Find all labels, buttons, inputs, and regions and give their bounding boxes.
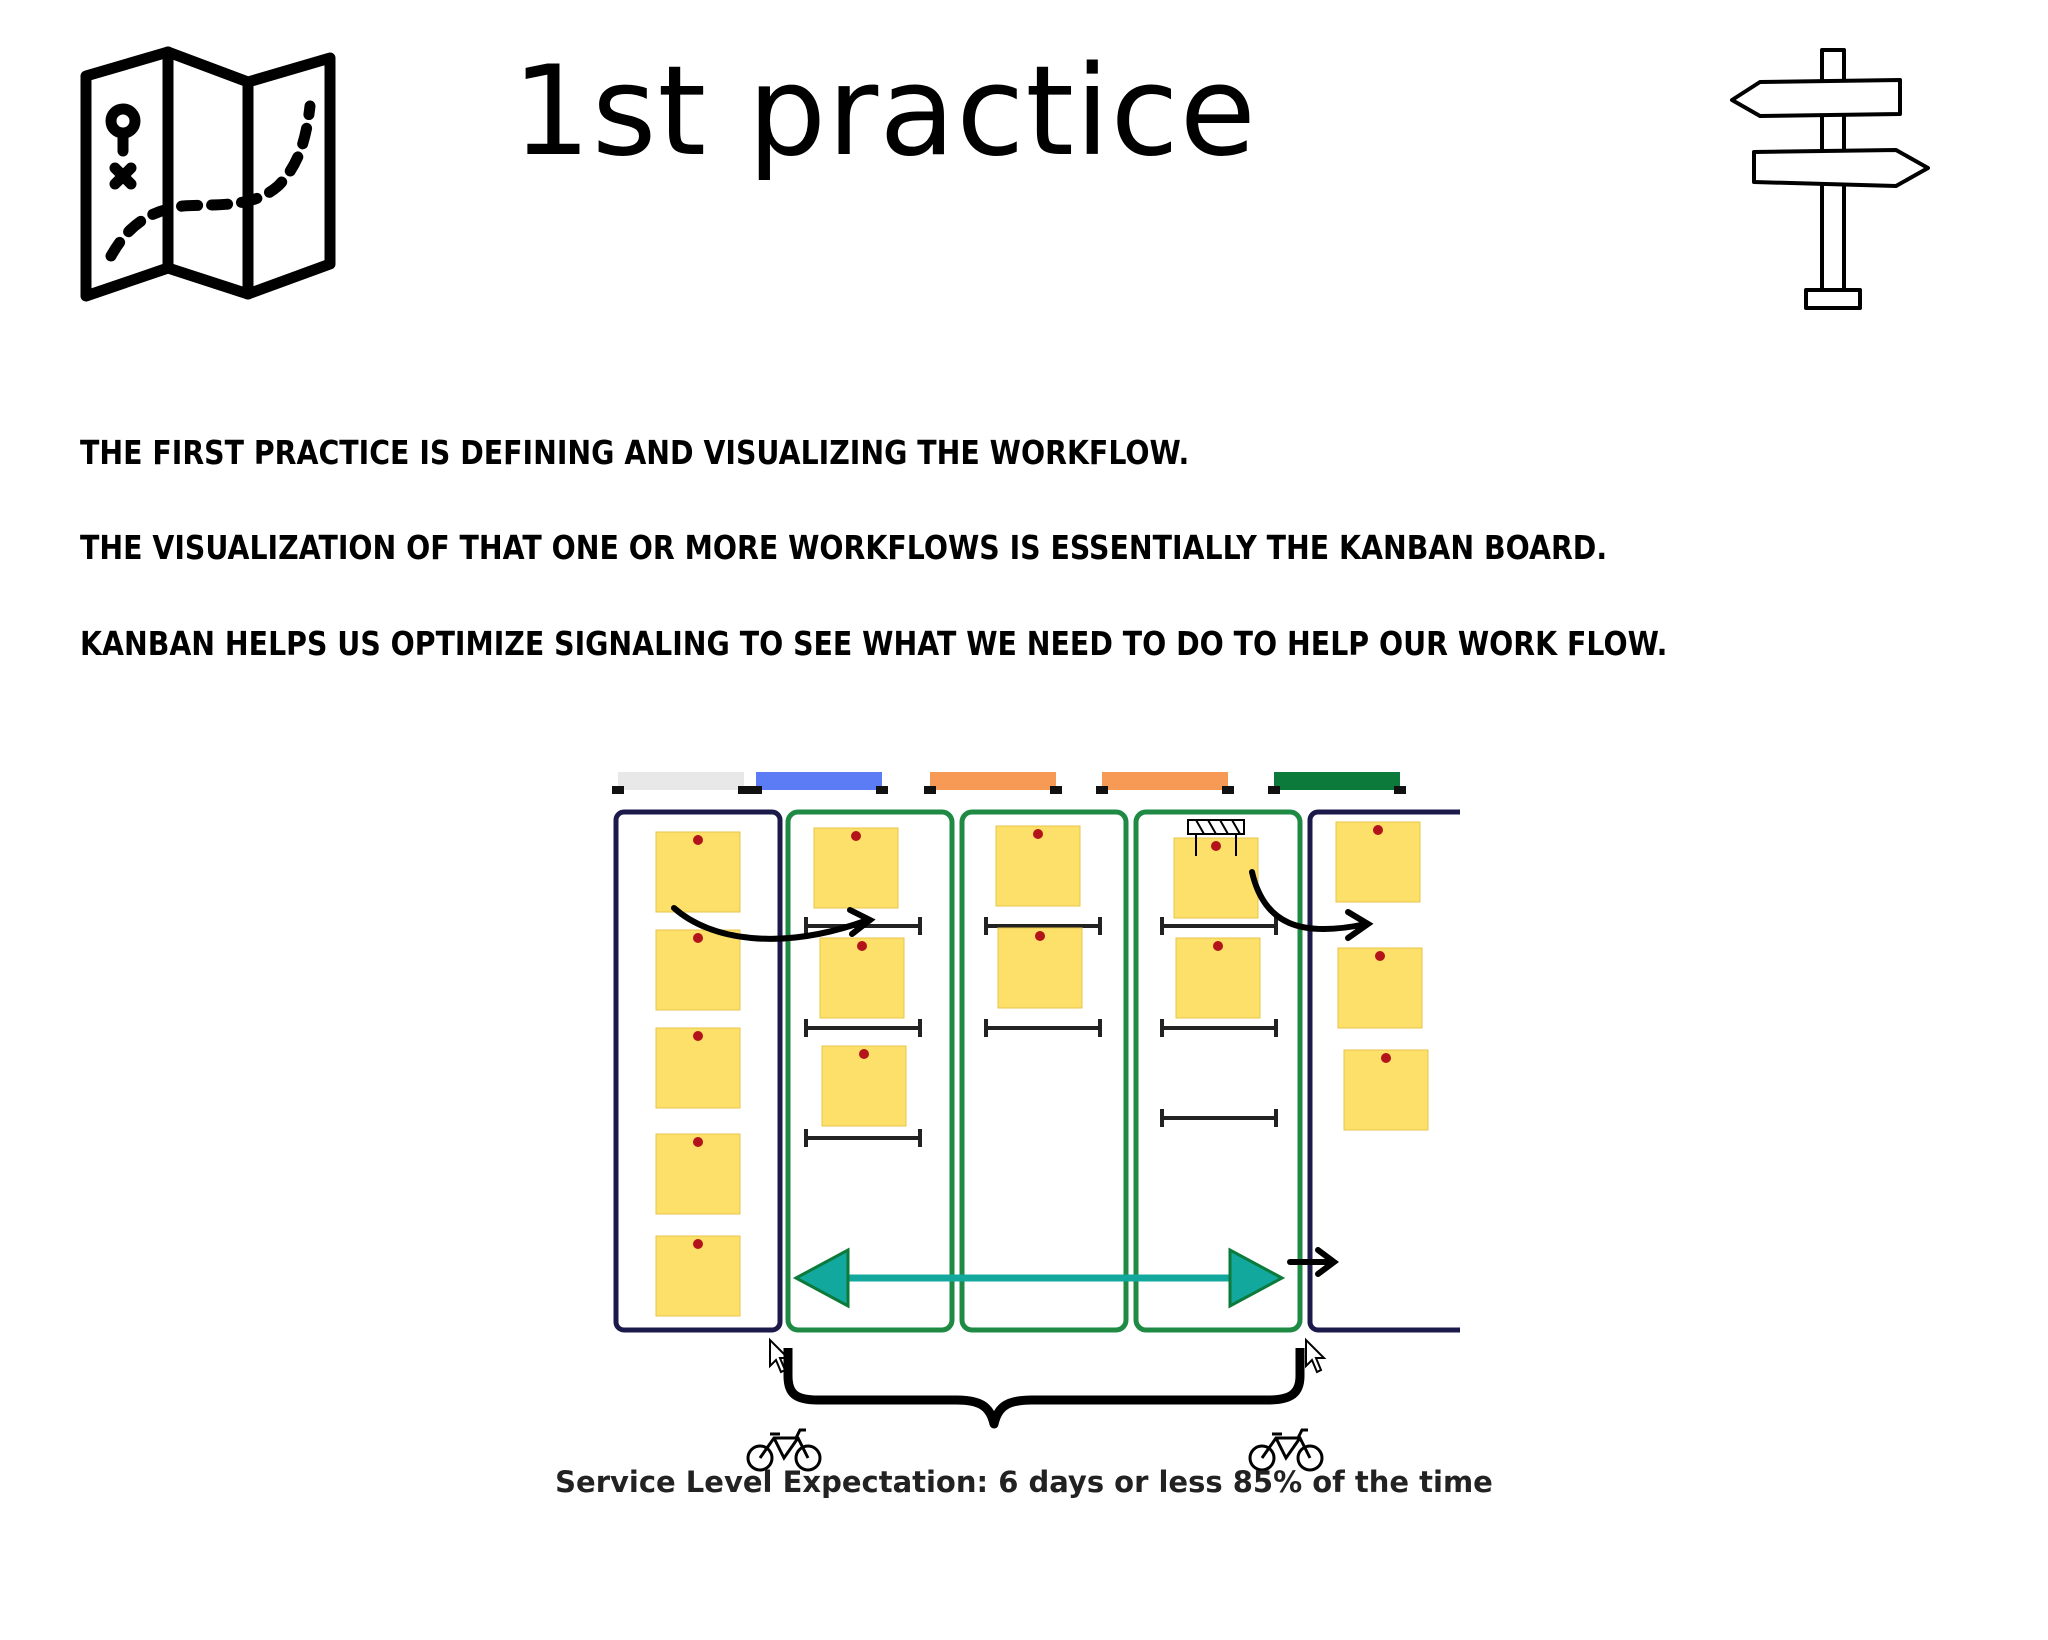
cycle-time-arrow	[792, 1247, 1286, 1309]
kanban-board-illustration	[612, 772, 1460, 1472]
signpost-icon	[1730, 48, 1930, 310]
arrow-icon	[671, 869, 1374, 1277]
page-title: 1st practice	[512, 40, 1257, 184]
paragraph-signaling: KANBAN HELPS US OPTIMIZE SIGNALING TO SE…	[80, 624, 1668, 663]
service-level-expectation: Service Level Expectation: 6 days or les…	[555, 1465, 1493, 1499]
paragraph-workflow: THE FIRST PRACTICE IS DEFINING AND VISUA…	[80, 433, 1190, 472]
bicycle-icon	[746, 1428, 1324, 1472]
cursor-icon	[769, 1337, 1327, 1374]
blocker-icon	[1187, 819, 1245, 856]
column-headers	[612, 772, 1406, 794]
brace-icon	[783, 1348, 1305, 1429]
paragraph-kanban-board: THE VISUALIZATION OF THAT ONE OR MORE WO…	[80, 528, 1608, 567]
map-icon	[80, 46, 336, 302]
